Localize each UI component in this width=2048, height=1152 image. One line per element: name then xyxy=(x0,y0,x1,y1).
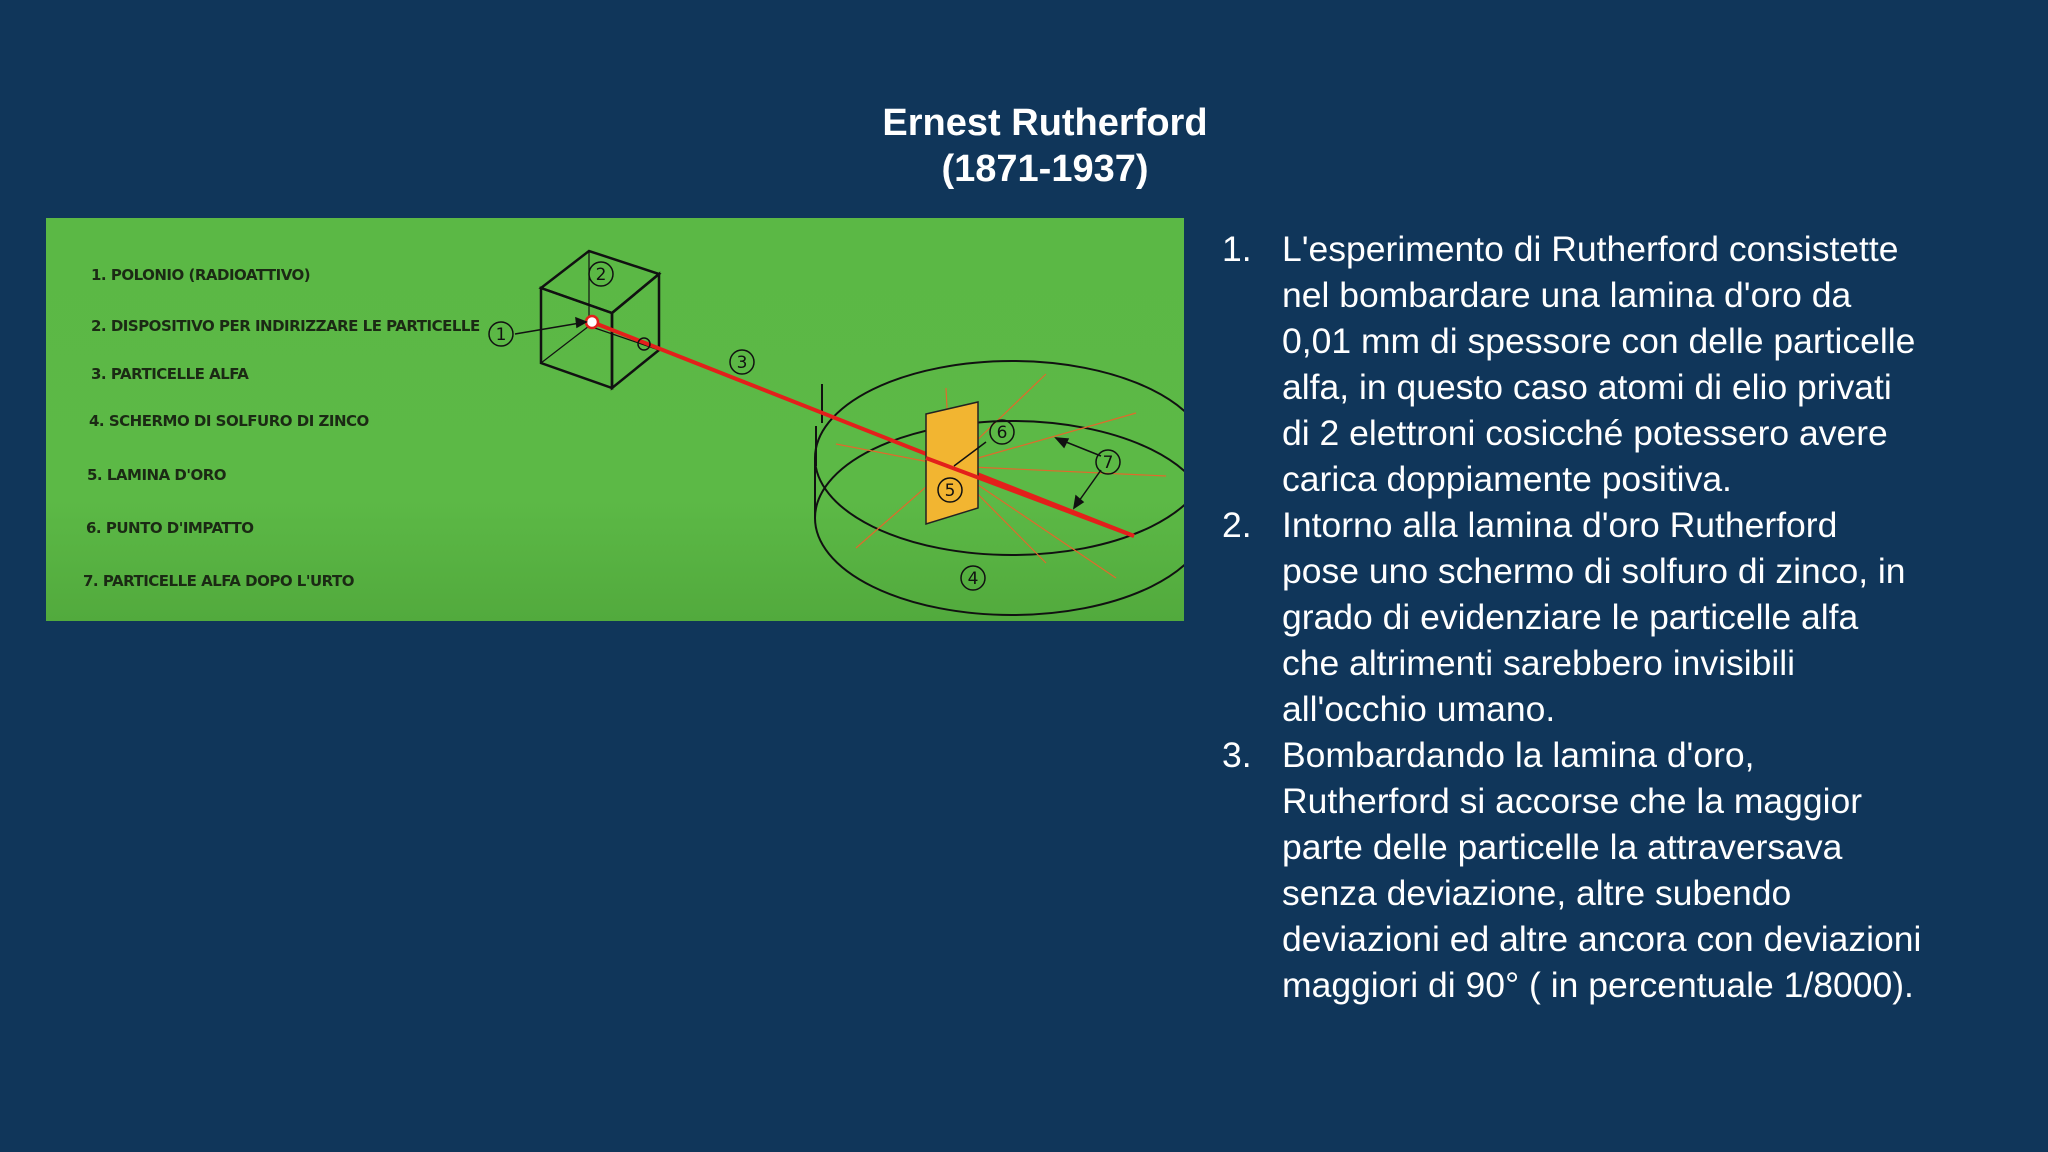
legend-item: 6. PUNTO D'IMPATTO xyxy=(86,519,254,537)
list-text: Bombardando la lamina d'oro, Rutherford … xyxy=(1282,735,1922,1005)
list-item: 2. Intorno alla lamina d'oro Rutherford … xyxy=(1222,502,1922,732)
rutherford-experiment-diagram: 1 2 3 4 5 6 7 1. POLONIO (RADIOATTIVO) 2… xyxy=(46,218,1184,621)
legend-item: 3. PARTICELLE ALFA xyxy=(91,365,249,383)
callout-labels: 1 2 3 4 5 6 7 xyxy=(496,265,1114,589)
callout-6: 6 xyxy=(997,423,1008,443)
callout-2: 2 xyxy=(596,265,607,285)
callout-7: 7 xyxy=(1103,453,1114,473)
experiment-illustration: 1 2 3 4 5 6 7 xyxy=(488,249,1184,616)
list-item: 1. L'esperimento di Rutherford consistet… xyxy=(1222,226,1922,502)
slide-title: Ernest Rutherford (1871-1937) xyxy=(0,100,2048,192)
polonium-source xyxy=(584,314,600,330)
legend-item: 4. SCHERMO DI SOLFURO DI ZINCO xyxy=(89,412,369,430)
legend-item: 7. PARTICELLE ALFA DOPO L'URTO xyxy=(83,572,355,590)
callout-5: 5 xyxy=(945,481,956,501)
callout-3: 3 xyxy=(737,353,748,373)
list-text: Intorno alla lamina d'oro Rutherford pos… xyxy=(1282,505,1906,729)
legend-item: 2. DISPOSITIVO PER INDIRIZZARE LE PARTIC… xyxy=(91,317,480,335)
list-item: 3. Bombardando la lamina d'oro, Rutherfo… xyxy=(1222,732,1922,1008)
deflected-traces xyxy=(835,373,1167,579)
list-number: 1. xyxy=(1222,229,1252,269)
list-text: L'esperimento di Rutherford consistette … xyxy=(1282,229,1916,499)
callout-1: 1 xyxy=(496,325,507,345)
legend-item: 5. LAMINA D'ORO xyxy=(87,466,227,484)
list-number: 2. xyxy=(1222,505,1252,545)
screen-top-ellipse xyxy=(814,360,1184,556)
callout-4: 4 xyxy=(968,569,979,589)
explanation-list: 1. L'esperimento di Rutherford consistet… xyxy=(1222,226,1922,1008)
legend-item: 1. POLONIO (RADIOATTIVO) xyxy=(91,266,311,284)
list-number: 3. xyxy=(1222,735,1252,775)
title-dates: (1871-1937) xyxy=(941,148,1149,190)
title-name: Ernest Rutherford xyxy=(882,102,1208,144)
